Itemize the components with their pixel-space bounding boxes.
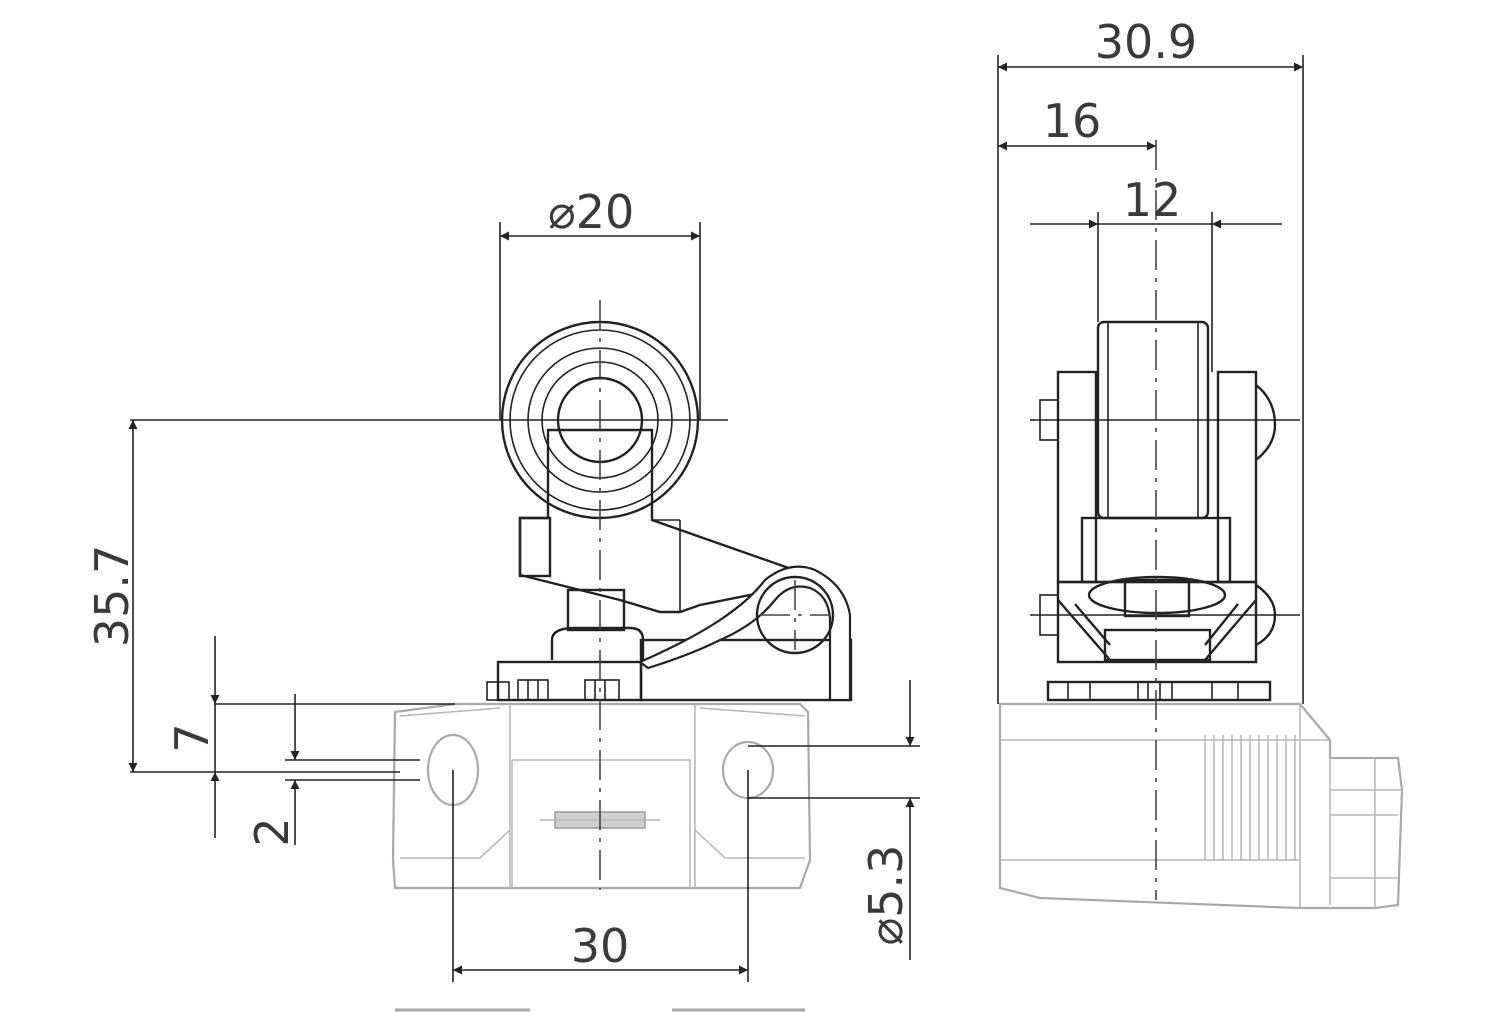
side-dimensions: 30.9 16 12 bbox=[997, 15, 1304, 704]
side-ribs bbox=[1204, 735, 1296, 860]
dim-hole-diameter: ⌀5.3 bbox=[859, 845, 913, 946]
dim-roller-width: 12 bbox=[1123, 173, 1182, 227]
front-actuator-body bbox=[486, 588, 853, 702]
dim-offset-7: 7 bbox=[165, 723, 219, 752]
spring-wire bbox=[637, 565, 852, 702]
pivot-circle bbox=[755, 575, 835, 655]
side-view bbox=[998, 140, 1404, 910]
dim-roller-diameter: ⌀20 bbox=[548, 185, 634, 239]
side-actuator-body bbox=[1039, 320, 1277, 702]
side-base-body bbox=[998, 702, 1404, 910]
front-dimensions: ⌀20 35.7 7 2 30 ⌀5.3 bbox=[85, 185, 920, 982]
dim-height: 35.7 bbox=[85, 545, 139, 647]
dim-overall-width: 30.9 bbox=[1095, 15, 1197, 69]
dim-offset-2: 2 bbox=[245, 817, 299, 846]
dim-hole-spacing: 30 bbox=[571, 919, 630, 973]
roller-lever-arm bbox=[518, 428, 803, 614]
front-view bbox=[130, 300, 853, 890]
dim-center-offset: 16 bbox=[1043, 94, 1102, 148]
